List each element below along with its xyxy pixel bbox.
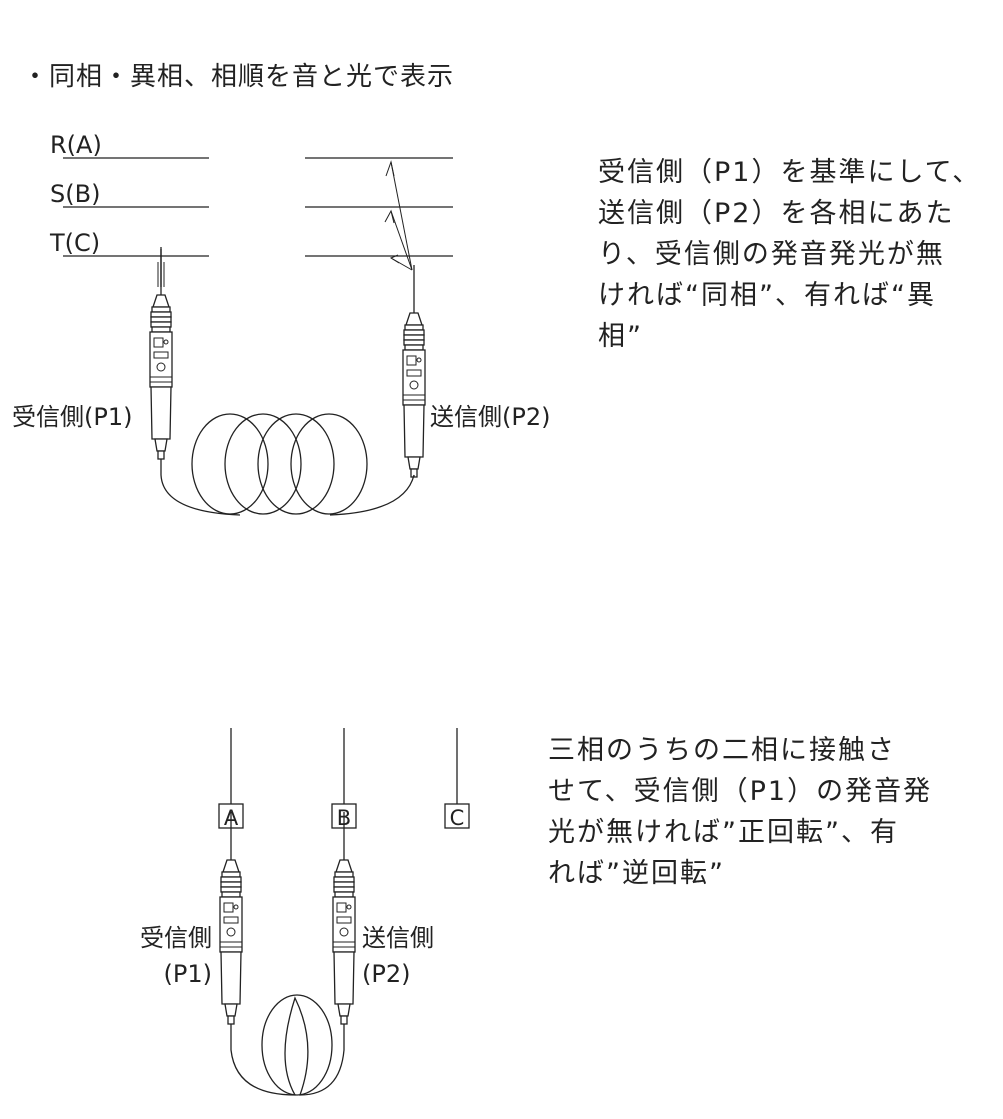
sender-label-line2: (P2): [362, 960, 410, 988]
receiver-probe-p1: [149, 246, 173, 460]
receiver-probe-p1-2: [219, 811, 243, 1025]
receiver-label-p1: 受信側(P1): [12, 403, 132, 431]
diagram-1-phase-comparison: R(A) S(B) T(C): [12, 131, 550, 516]
coiled-cable-2: [230, 994, 345, 1096]
terminal-c-box: [444, 803, 470, 829]
diagram-2-note: 三相のうちの二相に接触さ せて、受信側（P1）の発音発 光が無ければ”正回転”、…: [548, 735, 933, 889]
phase-label-r: R(A): [50, 131, 102, 159]
sender-label-p2: 送信側(P2): [430, 403, 550, 431]
diagram-1-note: 受信側（P1）を基準にして、 送信側（P2）を各相にあた り、受信側の発音発光が…: [598, 157, 982, 352]
coiled-cable: [160, 413, 415, 516]
sender-probe-p2-2: [332, 811, 356, 1025]
page-heading: ・同相・異相、相順を音と光で表示: [22, 62, 455, 92]
diagram-2-phase-rotation: A B C 受信側 (P1) 送信側 (P2): [140, 728, 470, 1096]
sender-label-line1: 送信側: [362, 924, 434, 952]
receiver-label-line1: 受信側: [140, 924, 212, 952]
receiver-label-line2: (P1): [164, 960, 212, 988]
sender-contact-arrows: [384, 160, 413, 271]
phase-label-s: S(B): [50, 180, 100, 208]
phase-label-t: T(C): [49, 229, 100, 257]
sender-probe-p2: [402, 264, 426, 478]
terminal-c-label: C: [450, 806, 465, 830]
